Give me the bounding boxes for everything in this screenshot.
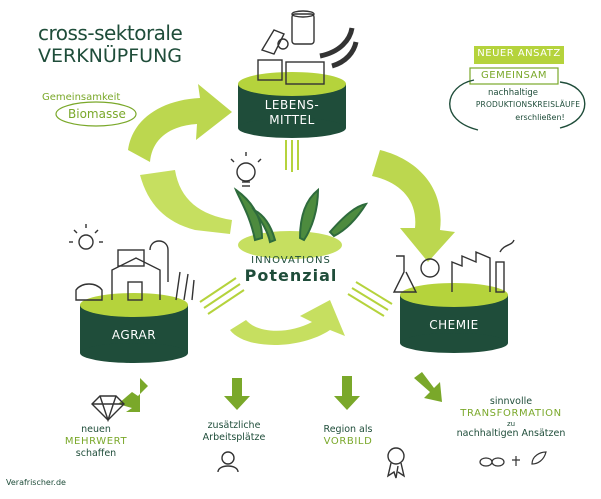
farm-icon	[69, 224, 195, 301]
title-line1: cross-sektorale	[38, 21, 183, 45]
chem-label: CHEMIE	[429, 318, 479, 332]
approach-header-box	[474, 46, 564, 64]
agri-label: AGRAR	[111, 328, 157, 342]
agri-drum	[80, 293, 188, 363]
cycle-arrow-right	[372, 150, 455, 262]
approach-line4: erschließen!	[515, 113, 565, 122]
credit: Verafrischer.de	[6, 478, 66, 487]
outcome-transformation-l3: zu	[506, 420, 516, 428]
worker-icon	[217, 451, 239, 473]
title-line2: VERKNÜPFUNG	[38, 45, 183, 67]
center-label: INNOVATIONS Potenzial	[240, 255, 342, 285]
outcome-region-l2: VORBILD	[323, 436, 373, 447]
outcome-transformation-l4: nachhaltigen Ansätzen	[456, 428, 566, 439]
approach-line1-box	[469, 67, 559, 85]
cycle-arrow-left-lower	[140, 170, 232, 234]
approach-line2: nachhaltige	[488, 88, 538, 98]
title: cross-sektorale VERKNÜPFUNG	[38, 21, 183, 68]
tag-frame	[55, 101, 137, 127]
center-hub	[238, 231, 342, 259]
outcome-jobs-l2: Arbeitsplätze	[202, 432, 266, 443]
connector-lines	[199, 140, 393, 317]
approach-header: NEUER ANSATZ	[477, 48, 561, 59]
outcome-transformation-l2: TRANSFORMATION	[460, 408, 562, 419]
chem-drum	[400, 283, 508, 353]
cycle-arrow-left	[128, 84, 232, 162]
approach-line3: PRODUKTIONSKREISLÄUFE	[475, 100, 581, 109]
outcome-region-l1: Region als	[323, 424, 373, 435]
tag-line1: Gemeinsamkeit	[42, 92, 121, 103]
outcome-value: neuen MEHRWERT schaffen	[58, 424, 134, 460]
chemistry-icon	[392, 239, 515, 305]
down-arrows	[118, 372, 442, 412]
outcome-jobs-l1: zusätzliche	[207, 420, 261, 431]
diamond-icon	[91, 395, 125, 423]
approach-line1: GEMEINSAM	[481, 70, 547, 81]
approach-loop-arrow	[449, 79, 586, 131]
lightbulb-icon	[230, 152, 262, 187]
outcome-transformation: sinnvolle TRANSFORMATION zu nachhaltigen…	[446, 396, 576, 440]
cycle-arrow-bottom	[230, 300, 345, 345]
outcome-value-l3: schaffen	[75, 448, 117, 459]
outcome-value-l1: neuen	[81, 424, 111, 435]
outcome-transformation-l1: sinnvolle	[489, 396, 533, 407]
center-line2: Potenzial	[244, 266, 338, 285]
tag-line2: Biomasse	[68, 107, 126, 121]
food-products-icon	[257, 10, 359, 85]
outcome-jobs: zusätzliche Arbeitsplätze	[192, 420, 276, 444]
outcome-region: Region als VORBILD	[310, 424, 386, 448]
plant-icon	[233, 187, 369, 244]
food-label-line1: LEBENS-	[264, 98, 320, 112]
food-label-line2: MITTEL	[269, 113, 315, 127]
award-icon	[386, 447, 406, 479]
outcome-value-l2: MEHRWERT	[64, 436, 128, 447]
center-line1: INNOVATIONS	[251, 255, 331, 266]
food-label: LEBENS- MITTEL	[246, 98, 338, 128]
resources-icon	[479, 451, 547, 467]
